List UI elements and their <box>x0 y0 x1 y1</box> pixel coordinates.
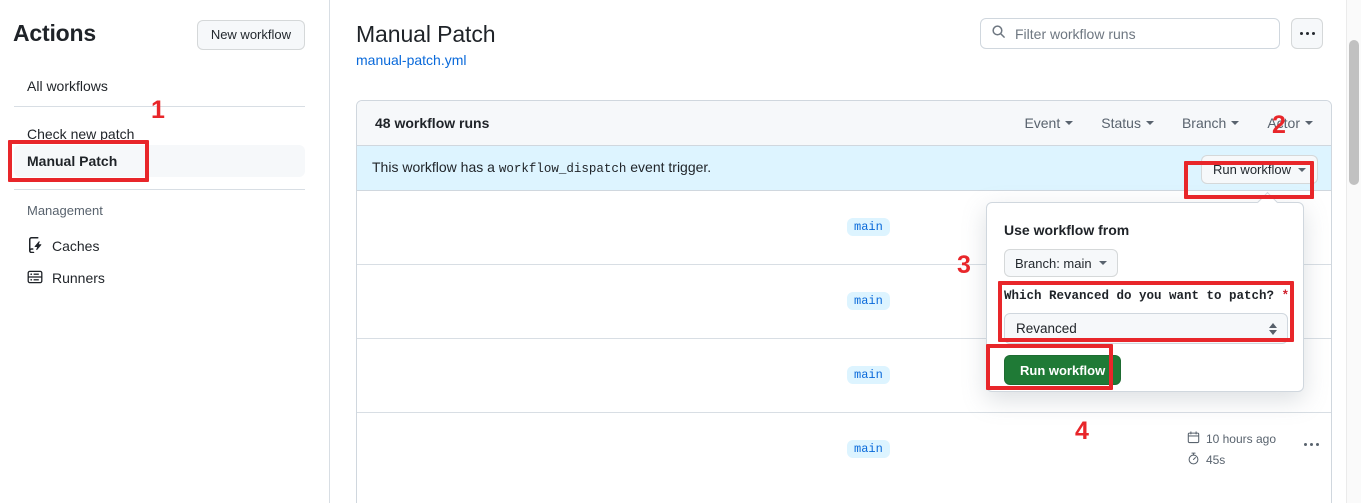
sidebar-item-label: All workflows <box>27 78 108 94</box>
runs-filter-menus: Event Status Branch Actor <box>1024 115 1313 131</box>
run-timestamp: 10 hours ago <box>1187 431 1276 447</box>
workflow-runs-count: 48 workflow runs <box>375 115 490 131</box>
dispatch-event-name: workflow_dispatch <box>498 162 627 176</box>
chevron-down-icon <box>1098 261 1107 265</box>
workflow-file-link[interactable]: manual-patch.yml <box>356 52 467 68</box>
chevron-down-icon <box>1145 121 1154 125</box>
branch-select-label: Branch: main <box>1015 255 1092 271</box>
sidebar-item-check-new-patch[interactable]: Check new patch <box>14 118 305 150</box>
branch-select-button[interactable]: Branch: main <box>1004 249 1118 277</box>
sidebar-item-label: Caches <box>52 238 100 254</box>
sidebar-divider-top <box>14 106 305 107</box>
sidebar-item-label: Manual Patch <box>27 153 118 169</box>
page-title-actions: Actions <box>13 20 96 46</box>
branch-badge[interactable]: main <box>847 292 890 310</box>
filter-placeholder-text: Filter workflow runs <box>1015 25 1136 42</box>
chevron-down-icon <box>1231 121 1240 125</box>
filter-label: Event <box>1024 115 1061 131</box>
filter-label: Status <box>1101 115 1141 131</box>
revanced-select-value: Revanced <box>1016 321 1077 336</box>
sidebar-header: Actions New workflow <box>13 18 305 52</box>
dispatch-notice-text: This workflow has a workflow_dispatch ev… <box>372 159 711 176</box>
sidebar-item-label: Runners <box>52 270 105 286</box>
chevron-down-icon <box>1065 121 1074 125</box>
required-marker: * <box>1281 289 1290 303</box>
search-icon <box>991 24 1006 44</box>
actions-sidebar: Actions New workflow All workflows Check… <box>0 0 330 503</box>
filter-label: Actor <box>1267 115 1300 131</box>
sort-updown-icon <box>1269 322 1277 335</box>
branch-badge[interactable]: main <box>847 440 890 458</box>
sidebar-item-all-workflows[interactable]: All workflows <box>14 70 305 102</box>
sidebar-item-label: Check new patch <box>27 126 135 142</box>
workflow-dispatch-notice: This workflow has a workflow_dispatch ev… <box>357 146 1331 191</box>
filter-label: Branch <box>1181 115 1227 131</box>
workflow-runs-header: 48 workflow runs Event Status Branch <box>357 101 1331 146</box>
filter-workflow-runs-input[interactable]: Filter workflow runs <box>980 18 1280 49</box>
revanced-select[interactable]: Revanced <box>1004 313 1288 344</box>
sidebar-divider-bottom <box>14 189 305 190</box>
kebab-horizontal-icon[interactable] <box>1291 18 1323 49</box>
table-row[interactable]: main <box>357 265 1331 339</box>
cache-icon <box>27 236 43 256</box>
use-workflow-from-label: Use workflow from <box>1004 222 1130 238</box>
row-kebab-horizontal-icon[interactable] <box>1304 443 1319 446</box>
sidebar-item-manual-patch[interactable]: Manual Patch <box>8 145 305 177</box>
branch-badge[interactable]: main <box>847 218 890 236</box>
workflow-title: Manual Patch <box>356 21 496 47</box>
run-workflow-dropdown-panel: Use workflow from Branch: main Which Rev… <box>986 202 1304 392</box>
run-duration: 45s <box>1187 452 1276 468</box>
dispatch-prefix: This workflow has a <box>372 159 495 175</box>
sidebar-section-management: Management <box>27 203 103 218</box>
dispatch-suffix: event trigger. <box>630 159 712 175</box>
table-row[interactable]: main <box>357 191 1331 265</box>
filter-dropdown-branch[interactable]: Branch <box>1181 115 1240 131</box>
run-meta: 10 hours ago 45s <box>1187 431 1276 468</box>
filter-dropdown-actor[interactable]: Actor <box>1267 115 1313 131</box>
server-icon <box>27 269 43 288</box>
page-scrollbar-thumb[interactable] <box>1349 40 1359 185</box>
stopwatch-icon <box>1187 452 1200 468</box>
workflow-input-label: Which Revanced do you want to patch? * <box>1004 289 1290 303</box>
calendar-icon <box>1187 431 1200 447</box>
chevron-down-icon <box>1305 121 1313 125</box>
filter-dropdown-status[interactable]: Status <box>1101 115 1154 131</box>
sidebar-item-caches[interactable]: Caches <box>14 231 305 261</box>
new-workflow-button[interactable]: New workflow <box>196 20 305 50</box>
chevron-down-icon <box>1298 167 1306 172</box>
run-workflow-button-label: Run workflow <box>1212 162 1291 177</box>
table-row[interactable]: main 10 hours ago <box>357 413 1331 487</box>
sidebar-item-runners[interactable]: Runners <box>14 263 305 293</box>
branch-badge[interactable]: main <box>847 366 890 384</box>
run-workflow-dropdown-button[interactable]: Run workflow <box>1200 155 1318 184</box>
filter-dropdown-event[interactable]: Event <box>1024 115 1074 131</box>
run-workflow-submit-button[interactable]: Run workflow <box>1004 355 1122 385</box>
